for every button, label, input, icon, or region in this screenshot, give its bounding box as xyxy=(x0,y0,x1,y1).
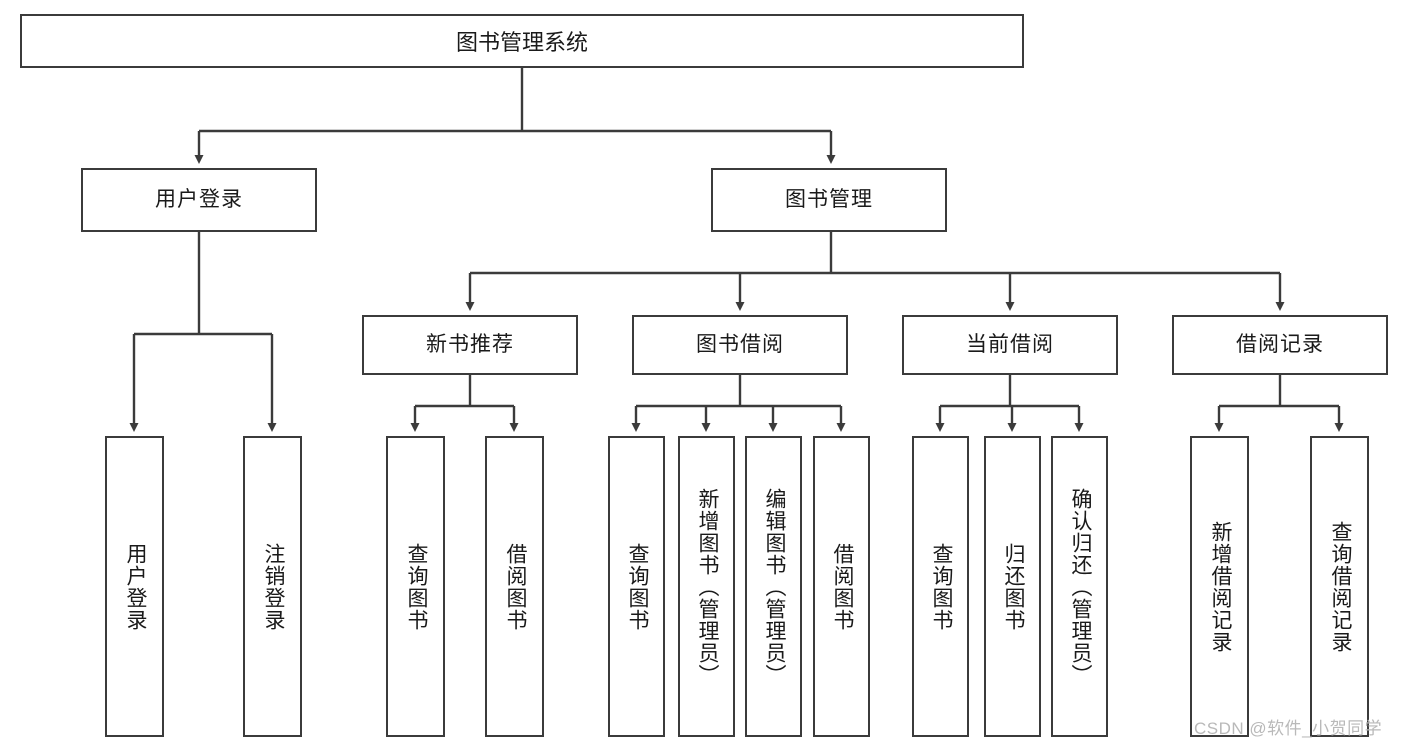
node-book-management[interactable]: 图书管理 xyxy=(711,168,947,232)
node-book-borrowing[interactable]: 图书借阅 xyxy=(632,315,848,375)
leaf-node-label: 注销登录 xyxy=(261,542,285,631)
leaf-node[interactable]: 借阅图书 xyxy=(485,436,544,737)
node-label: 用户登录 xyxy=(155,188,243,212)
leaf-node-label: 归还图书 xyxy=(1001,542,1025,631)
leaf-node[interactable]: 借阅图书 xyxy=(813,436,870,737)
leaf-node[interactable]: 确认归还（管理员） xyxy=(1051,436,1108,737)
leaf-node[interactable]: 查询图书 xyxy=(608,436,665,737)
leaf-node-label: 查询借阅记录 xyxy=(1328,520,1352,653)
node-label: 新书推荐 xyxy=(426,333,514,357)
node-label: 图书借阅 xyxy=(696,333,784,357)
leaf-node-label: 借阅图书 xyxy=(503,542,527,631)
node-root-label: 图书管理系统 xyxy=(455,30,588,55)
node-current-borrowing[interactable]: 当前借阅 xyxy=(902,315,1118,375)
leaf-node-label: 查询图书 xyxy=(625,542,649,631)
leaf-node[interactable]: 查询借阅记录 xyxy=(1310,436,1369,737)
leaf-node-label: 用户登录 xyxy=(123,542,147,631)
leaf-node-label: 借阅图书 xyxy=(830,542,854,631)
node-root[interactable]: 图书管理系统 xyxy=(20,14,1024,68)
leaf-node[interactable]: 归还图书 xyxy=(984,436,1041,737)
leaf-node[interactable]: 查询图书 xyxy=(912,436,969,737)
node-label: 借阅记录 xyxy=(1236,333,1324,357)
leaf-node-label: 新增借阅记录 xyxy=(1208,520,1232,653)
node-user-login[interactable]: 用户登录 xyxy=(81,168,317,232)
node-borrowing-records[interactable]: 借阅记录 xyxy=(1172,315,1388,375)
node-label: 当前借阅 xyxy=(966,333,1054,357)
leaf-node[interactable]: 注销登录 xyxy=(243,436,302,737)
leaf-node-label: 新增图书（管理员） xyxy=(695,487,719,686)
leaf-node[interactable]: 编辑图书（管理员） xyxy=(745,436,802,737)
leaf-node-label: 编辑图书（管理员） xyxy=(762,487,786,686)
watermark-text: CSDN @软件_小贺同学 xyxy=(1194,719,1383,738)
node-new-book-recommendation[interactable]: 新书推荐 xyxy=(362,315,578,375)
leaf-node-label: 查询图书 xyxy=(929,542,953,631)
leaf-node[interactable]: 查询图书 xyxy=(386,436,445,737)
leaf-node[interactable]: 新增借阅记录 xyxy=(1190,436,1249,737)
leaf-node[interactable]: 新增图书（管理员） xyxy=(678,436,735,737)
leaf-node-label: 查询图书 xyxy=(404,542,428,631)
node-label: 图书管理 xyxy=(785,188,873,212)
leaf-node[interactable]: 用户登录 xyxy=(105,436,164,737)
leaf-node-label: 确认归还（管理员） xyxy=(1068,487,1092,686)
